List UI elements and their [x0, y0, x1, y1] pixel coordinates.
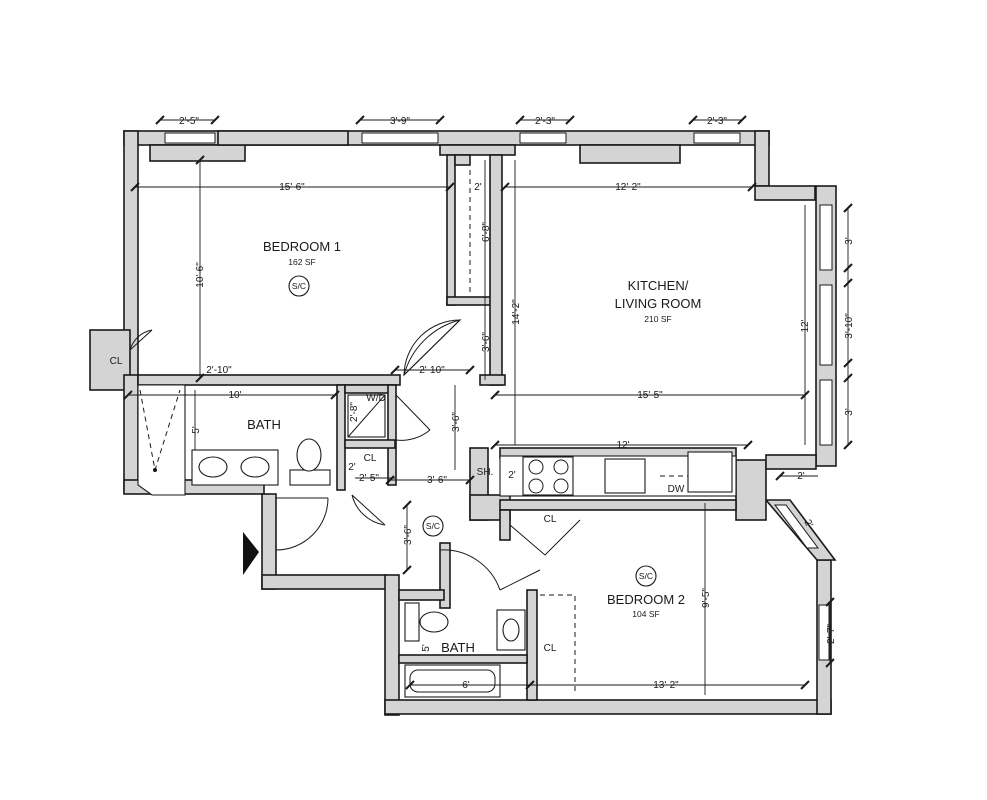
smoke-co-detectors: S/C S/C S/C: [288, 275, 657, 587]
dim-win-bed1-b: 3'-9": [390, 116, 410, 127]
room-kitchen-name-1: KITCHEN/: [628, 278, 689, 293]
room-bedroom1-name: BEDROOM 1: [263, 239, 341, 254]
dim-kit-width-mid: 15'-5": [637, 390, 663, 401]
dim-hall-lower: 3'-6": [403, 525, 414, 545]
dim-win-right-a: 3': [844, 237, 855, 245]
dim-bath1-width: 10': [228, 390, 241, 401]
room-bath1-name: BATH: [247, 417, 281, 432]
dim-counter-depth: 2': [508, 470, 516, 481]
dim-kitchen-counter: 12': [616, 440, 629, 451]
doors: [129, 319, 581, 591]
dim-kit-width-top: 12'-2": [615, 182, 641, 193]
dim-door-bed1: 2'-10": [419, 365, 445, 376]
room-labels: BEDROOM 1 162 SF KITCHEN/ LIVING ROOM 21…: [247, 239, 701, 655]
entry-arrow-icon: [243, 532, 259, 575]
fixture-labels: CL CL CL CL W/D SH. DW: [110, 356, 685, 654]
room-bedroom2-name: BEDROOM 2: [607, 592, 685, 607]
room-bath2-name: BATH: [441, 640, 475, 655]
dim-bath1-door: 2'-10": [206, 365, 232, 376]
dim-hall-width: 3'-6": [427, 475, 447, 486]
dimension-labels: 2'-5" 3'-9" 2'-3" 2'-3" 15'-6" 2' 12'-2"…: [179, 116, 855, 691]
dim-bed1-width: 15'-6": [279, 182, 305, 193]
dishwasher-label: DW: [668, 484, 685, 495]
dim-win-kit-b: 2'-3": [707, 116, 727, 127]
room-bedroom2-area: 104 SF: [632, 609, 659, 619]
smoke-co-icon-bed2: S/C: [639, 571, 653, 581]
closet-label-bed2: CL: [544, 643, 557, 654]
dim-closet-lower: 3'-6": [481, 332, 492, 352]
dim-bed2-depth: 9'-5": [701, 588, 712, 608]
dim-closet-depth: 6'-8": [481, 222, 492, 242]
room-kitchen-area: 210 SF: [644, 314, 671, 324]
dim-kit-depth: 14'-2": [511, 299, 522, 325]
washer-dryer-label: W/D: [366, 393, 385, 404]
dim-kit-height-right: 12': [800, 319, 811, 332]
windows: [164, 132, 833, 661]
room-bedroom1-area: 162 SF: [288, 257, 315, 267]
closet-label-linen: CL: [364, 453, 377, 464]
dim-bath1-depth: 5': [191, 426, 202, 434]
exterior-walls: [89, 130, 837, 716]
fixtures: [137, 170, 737, 698]
dim-win-kit-a: 2'-3": [535, 116, 555, 127]
shelf-label: SH.: [477, 467, 494, 478]
closet-label-left: CL: [110, 356, 123, 367]
dim-bay-small: 2': [797, 471, 805, 482]
closet-label-bed2-top: CL: [544, 514, 557, 525]
dimension-lines: [128, 119, 849, 695]
dim-win-bed2: 2'-7": [826, 624, 837, 644]
smoke-co-icon-hall: S/C: [426, 521, 440, 531]
dim-bed1-depth: 10'-6": [195, 262, 206, 288]
dim-linen-a: 2'-5": [359, 473, 379, 484]
dim-linen-b: 2': [348, 462, 356, 473]
interior-walls: [137, 154, 737, 701]
dim-wd-size: 2'-8": [349, 402, 360, 422]
dim-win-bed1-a: 2'-5": [179, 116, 199, 127]
dim-hall-depth: 3'-6": [451, 412, 462, 432]
dim-tub-len: 6': [462, 680, 470, 691]
dimension-ticks: [123, 115, 853, 690]
smoke-co-icon-bed1: S/C: [292, 281, 306, 291]
dim-closet-width: 2': [474, 182, 482, 193]
dim-bed2-width: 13'-2": [653, 680, 679, 691]
room-kitchen-name-2: LIVING ROOM: [615, 296, 702, 311]
dim-win-right-b: 3'-10": [844, 313, 855, 339]
dim-win-right-c: 3': [844, 408, 855, 416]
dim-bath2-width: 5': [421, 644, 432, 652]
